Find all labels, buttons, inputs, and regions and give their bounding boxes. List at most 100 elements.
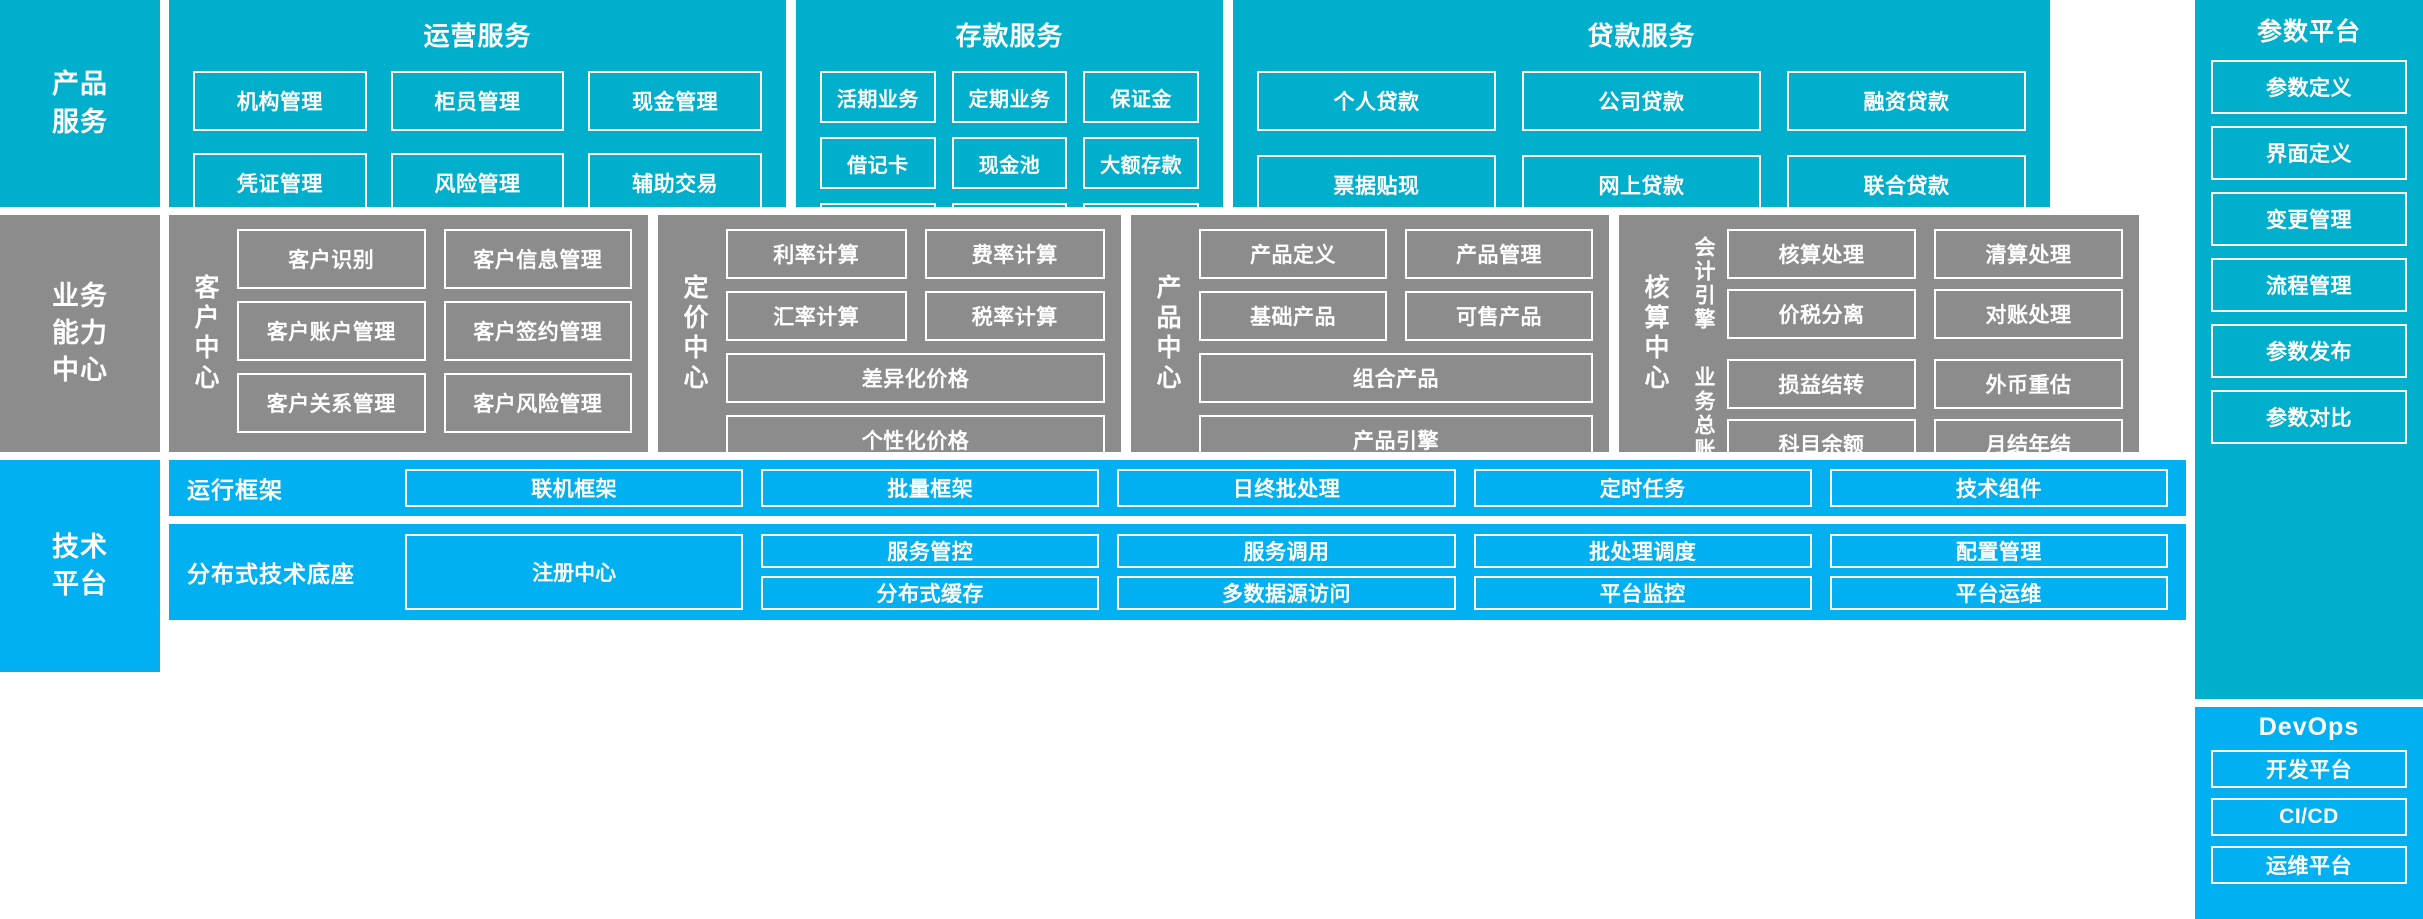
group-loan-service: 贷款服务 个人贷款 公司贷款 融资贷款 票据贴现 网上贷款 联合贷款 [1233, 0, 2050, 215]
item-service-governance[interactable]: 服务管控 [761, 534, 1100, 568]
item-differential-price[interactable]: 差异化价格 [726, 353, 1105, 403]
product-body: 产品定义 产品管理 基础产品 可售产品 组合产品 产品引擎 [1199, 229, 1593, 465]
center-label-product: 产品中心 [1153, 273, 1181, 394]
item-parameter-publish[interactable]: 参数发布 [2211, 324, 2407, 378]
item-tax-rate-calc[interactable]: 税率计算 [924, 291, 1105, 341]
item-price-tax-separation[interactable]: 价税分离 [1727, 289, 1916, 339]
item-margin-deposit[interactable]: 保证金 [1083, 71, 1199, 123]
layer-product-service: 产品 服务 运营服务 机构管理 柜员管理 现金管理 凭证管理 风险管理 辅助交易… [0, 0, 2423, 255]
item-customer-account-mgmt[interactable]: 客户账户管理 [237, 301, 426, 361]
item-process-management[interactable]: 流程管理 [2211, 258, 2407, 312]
item-org-management[interactable]: 机构管理 [193, 71, 367, 131]
item-development-platform[interactable]: 开发平台 [2211, 750, 2407, 788]
item-registry-center[interactable]: 注册中心 [405, 534, 744, 610]
item-operations-platform[interactable]: 运维平台 [2211, 846, 2407, 884]
layer-label-product-service: 产品 服务 [0, 0, 160, 207]
tech-row-distributed-base: 分布式技术底座 注册中心 服务管控 分布式缓存 服务调用 多数据源访问 批处理调… [169, 524, 2186, 620]
item-settlement-process[interactable]: 清算处理 [1934, 229, 2123, 279]
capability-centers: 客户中心 客户识别 客户信息管理 客户账户管理 客户签约管理 客户关系管理 客户… [169, 215, 2186, 469]
item-platform-ops[interactable]: 平台运维 [1829, 576, 2168, 610]
item-customer-identify[interactable]: 客户识别 [237, 229, 426, 289]
center-customer: 客户中心 客户识别 客户信息管理 客户账户管理 客户签约管理 客户关系管理 客户… [169, 215, 648, 452]
item-time-deposit[interactable]: 定期业务 [951, 71, 1068, 123]
item-risk-management[interactable]: 风险管理 [390, 153, 565, 213]
item-parameter-compare[interactable]: 参数对比 [2211, 390, 2407, 444]
item-product-management[interactable]: 产品管理 [1405, 229, 1593, 279]
item-multi-datasource[interactable]: 多数据源访问 [1117, 576, 1456, 610]
item-ui-definition[interactable]: 界面定义 [2211, 126, 2407, 180]
operations-item-grid: 机构管理 柜员管理 现金管理 凭证管理 风险管理 辅助交易 [193, 71, 762, 213]
accounting-body: 会计引擎 核算处理 清算处理 价税分离 对账处理 业务总账 损益结转 外币重估 [1687, 229, 2123, 469]
item-large-deposit[interactable]: 大额存款 [1083, 137, 1199, 189]
item-interest-rate-calc[interactable]: 利率计算 [726, 229, 907, 279]
group-title-operations: 运营服务 [423, 21, 532, 51]
layer-business-capability: 业务 能力 中心 客户中心 客户识别 客户信息管理 客户账户管理 客户签约管理 … [0, 215, 2423, 469]
item-personal-loan[interactable]: 个人贷款 [1257, 71, 1496, 131]
item-base-product[interactable]: 基础产品 [1199, 291, 1387, 341]
center-label-accounting: 核算中心 [1641, 273, 1669, 394]
item-syndicated-loan[interactable]: 联合贷款 [1787, 155, 2026, 215]
right-column: 参数平台 参数定义 界面定义 变更管理 流程管理 参数发布 参数对比 DevOp… [2195, 0, 2423, 919]
panel-parameter-platform: 参数平台 参数定义 界面定义 变更管理 流程管理 参数发布 参数对比 [2195, 0, 2423, 699]
item-accounting-process[interactable]: 核算处理 [1727, 229, 1916, 279]
item-exchange-rate-calc[interactable]: 汇率计算 [726, 291, 907, 341]
item-reconciliation[interactable]: 对账处理 [1934, 289, 2123, 339]
accounting-subgroup-ledger: 业务总账 损益结转 外币重估 科目余额 月结年结 [1687, 359, 2123, 469]
item-fx-revaluation[interactable]: 外币重估 [1934, 359, 2123, 409]
item-demand-deposit[interactable]: 活期业务 [820, 71, 936, 123]
item-cash-pool[interactable]: 现金池 [951, 137, 1068, 189]
tech-row-label-distributed: 分布式技术底座 [187, 561, 355, 587]
item-debit-card[interactable]: 借记卡 [820, 137, 936, 189]
item-batch-framework[interactable]: 批量框架 [761, 469, 1100, 507]
layer-tech-platform: 技术 平台 运行框架 联机框架 批量框架 日终批处理 定时任务 技术组件 分布式… [0, 460, 2423, 672]
item-ci-cd[interactable]: CI/CD [2211, 798, 2407, 836]
item-product-engine[interactable]: 产品引擎 [1199, 415, 1593, 465]
item-teller-management[interactable]: 柜员管理 [390, 71, 565, 131]
item-scheduled-task[interactable]: 定时任务 [1473, 469, 1812, 507]
center-accounting: 核算中心 会计引擎 核算处理 清算处理 价税分离 对账处理 业务总账 [1619, 215, 2139, 469]
distributed-col-1: 服务管控 分布式缓存 [761, 534, 1100, 610]
center-label-pricing: 定价中心 [680, 273, 708, 394]
item-pnl-carryover[interactable]: 损益结转 [1727, 359, 1916, 409]
item-platform-monitor[interactable]: 平台监控 [1473, 576, 1812, 610]
item-config-management[interactable]: 配置管理 [1829, 534, 2168, 568]
item-parameter-definition[interactable]: 参数定义 [2211, 60, 2407, 114]
distributed-col-3: 批处理调度 平台监控 [1473, 534, 1812, 610]
item-bill-discount[interactable]: 票据贴现 [1257, 155, 1496, 215]
distributed-col-2: 服务调用 多数据源访问 [1117, 534, 1456, 610]
item-eod-batch[interactable]: 日终批处理 [1117, 469, 1456, 507]
group-title-loan: 贷款服务 [1587, 21, 1696, 51]
item-change-management[interactable]: 变更管理 [2211, 192, 2407, 246]
item-auxiliary-trade[interactable]: 辅助交易 [588, 153, 762, 213]
tech-row-label-runtime: 运行框架 [187, 477, 283, 503]
item-customer-info-mgmt[interactable]: 客户信息管理 [443, 229, 632, 289]
item-batch-scheduling[interactable]: 批处理调度 [1473, 534, 1812, 568]
product-service-groups: 运营服务 机构管理 柜员管理 现金管理 凭证管理 风险管理 辅助交易 存款服务 … [169, 0, 2186, 255]
item-online-loan[interactable]: 网上贷款 [1522, 155, 1761, 215]
item-fee-rate-calc[interactable]: 费率计算 [924, 229, 1105, 279]
item-service-invocation[interactable]: 服务调用 [1117, 534, 1456, 568]
group-deposit-service: 存款服务 活期业务 定期业务 保证金 借记卡 现金池 大额存款 结构性存款 账户… [796, 0, 1223, 255]
layer-label-text: 技术 平台 [52, 531, 108, 599]
item-sellable-product[interactable]: 可售产品 [1405, 291, 1593, 341]
item-voucher-management[interactable]: 凭证管理 [193, 153, 367, 213]
item-product-definition[interactable]: 产品定义 [1199, 229, 1387, 279]
item-customer-contract-mgmt[interactable]: 客户签约管理 [443, 301, 632, 361]
item-personalized-price[interactable]: 个性化价格 [726, 415, 1105, 465]
item-financing-loan[interactable]: 融资贷款 [1787, 71, 2026, 131]
item-corporate-loan[interactable]: 公司贷款 [1522, 71, 1761, 131]
item-online-framework[interactable]: 联机框架 [405, 469, 744, 507]
group-title-deposit: 存款服务 [955, 21, 1064, 51]
center-label-customer: 客户中心 [191, 273, 219, 394]
item-distributed-cache[interactable]: 分布式缓存 [761, 576, 1100, 610]
item-tech-component[interactable]: 技术组件 [1829, 469, 2168, 507]
pricing-body: 利率计算 费率计算 汇率计算 税率计算 差异化价格 个性化价格 [726, 229, 1105, 465]
tech-row-runtime-framework: 运行框架 联机框架 批量框架 日终批处理 定时任务 技术组件 [169, 460, 2186, 516]
panel-title-devops: DevOps [2258, 713, 2360, 741]
item-cash-management[interactable]: 现金管理 [588, 71, 762, 131]
item-customer-risk-mgmt[interactable]: 客户风险管理 [443, 373, 632, 433]
layer-label-business-capability: 业务 能力 中心 [0, 215, 160, 452]
item-customer-relation-mgmt[interactable]: 客户关系管理 [237, 373, 426, 433]
item-composite-product[interactable]: 组合产品 [1199, 353, 1593, 403]
